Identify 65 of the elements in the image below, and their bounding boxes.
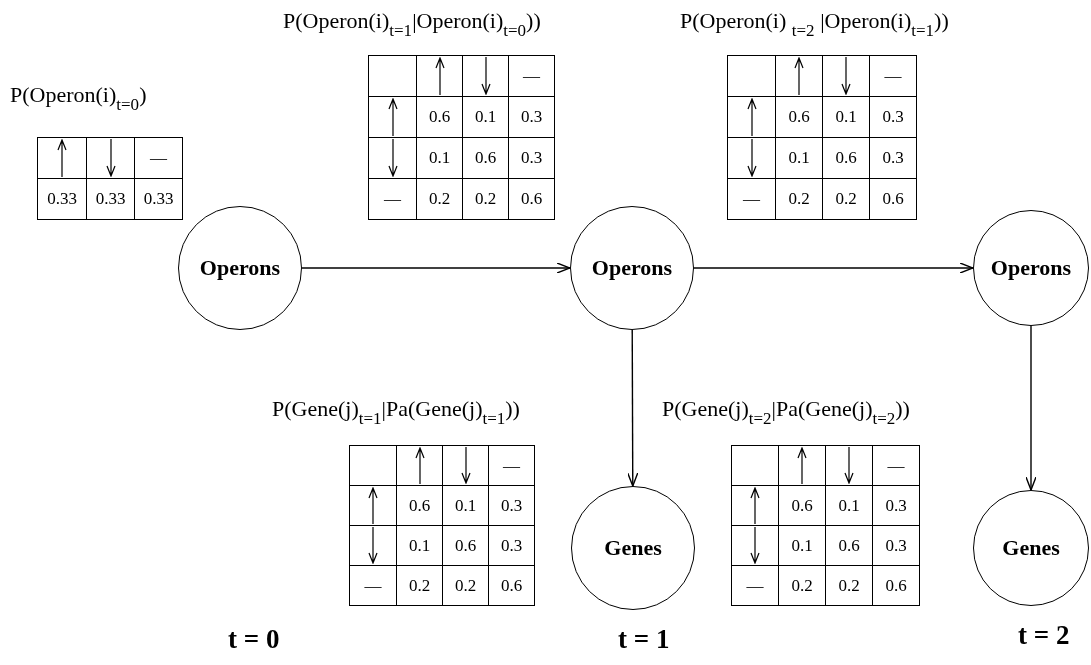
- time-step-label: t = 2: [1018, 620, 1070, 651]
- table-value: 0.6: [500, 575, 523, 596]
- table-value: —: [150, 148, 167, 168]
- table-value: —: [743, 189, 760, 209]
- time-step-label: t = 0: [228, 624, 280, 655]
- node-label: Operons: [199, 255, 281, 281]
- table-value: 0.6: [838, 535, 860, 556]
- table-value: 0.2: [788, 189, 810, 209]
- time-step-label: t = 1: [618, 624, 670, 655]
- table-value: 0.6: [408, 495, 431, 516]
- table-value: 0.1: [838, 495, 860, 516]
- table-value: —: [746, 575, 764, 596]
- table-value: 0.3: [520, 148, 543, 168]
- table-value: —: [523, 66, 540, 86]
- table-value: 0.1: [791, 535, 813, 556]
- arrow: [1025, 325, 1037, 491]
- probability-formula: P(Operon(i)$_{t=0}$): [10, 84, 147, 113]
- table-value: 0.3: [500, 535, 523, 556]
- table-value: 0.6: [885, 575, 907, 596]
- table-value: 0.3: [882, 107, 904, 127]
- table-value: —: [384, 189, 401, 209]
- table-value: 0.2: [791, 575, 813, 596]
- table-value: 0.6: [474, 148, 497, 168]
- table-value: 0.2: [474, 189, 497, 209]
- probability-formula: P(Operon(i) $_{t=2}$ |Operon(i)$_{t=1}$)): [680, 10, 949, 39]
- table-value: 0.3: [520, 107, 543, 127]
- table-value: 0.33: [143, 189, 174, 209]
- table-value: 0.6: [428, 107, 451, 127]
- table-value: 0.6: [835, 148, 857, 168]
- table-value: —: [503, 455, 520, 476]
- table-value: 0.3: [885, 495, 907, 516]
- table-value: 0.6: [454, 535, 477, 556]
- probability-formula: P(Gene(j)$_{t=2}$|Pa(Gene(j)$_{t=2}$)): [662, 398, 910, 427]
- table-value: 0.3: [885, 535, 907, 556]
- table-value: 0.1: [428, 148, 451, 168]
- probability-formula: P(Gene(j)$_{t=1}$|Pa(Gene(j)$_{t=1}$)): [272, 398, 520, 427]
- table-value: 0.1: [788, 148, 810, 168]
- table-value: 0.1: [454, 495, 477, 516]
- table-value: 0.3: [882, 148, 904, 168]
- table-value: 0.2: [408, 575, 431, 596]
- table-value: —: [887, 455, 905, 476]
- table-value: 0.33: [47, 189, 77, 209]
- table-value: 0.6: [788, 107, 810, 127]
- table-value: 0.1: [474, 107, 497, 127]
- table-value: 0.2: [835, 189, 857, 209]
- table-value: 0.33: [95, 189, 126, 209]
- node-label: Operons: [591, 255, 673, 281]
- table-value: 0.6: [520, 189, 543, 209]
- probability-formula: P(Operon(i)$_{t=1}$|Operon(i)$_{t=0}$)): [283, 10, 541, 39]
- arrow: [693, 262, 974, 274]
- node-label: Genes: [604, 535, 662, 561]
- arrow: [627, 329, 639, 487]
- table-value: 0.6: [791, 495, 813, 516]
- arrow: [301, 262, 571, 274]
- table-value: 0.1: [835, 107, 857, 127]
- node-label: Operons: [990, 255, 1072, 281]
- table-value: —: [884, 66, 902, 86]
- table-value: —: [364, 575, 382, 596]
- table-value: 0.1: [408, 535, 431, 556]
- table-value: 0.6: [882, 189, 904, 209]
- table-value: 0.2: [454, 575, 477, 596]
- node-label: Genes: [1002, 535, 1060, 561]
- table-value: 0.2: [838, 575, 860, 596]
- table-value: 0.3: [500, 495, 523, 516]
- table-value: 0.2: [428, 189, 451, 209]
